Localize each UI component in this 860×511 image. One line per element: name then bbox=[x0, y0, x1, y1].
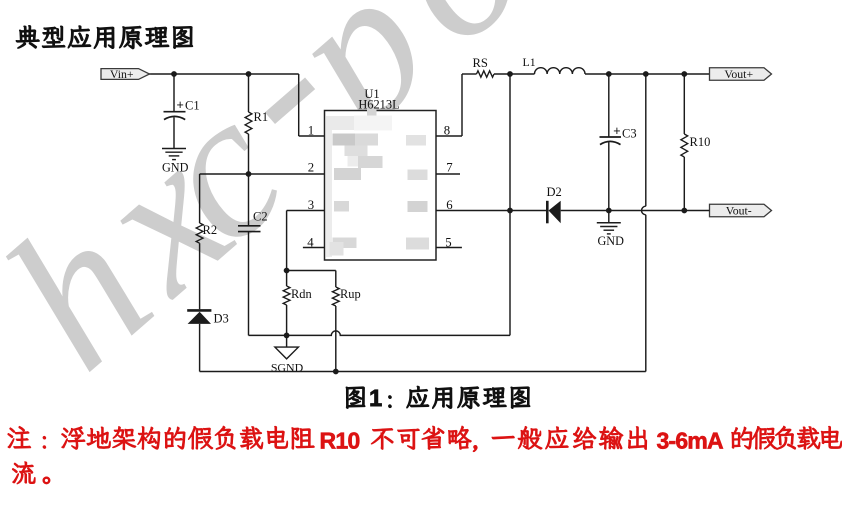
svg-text:GND: GND bbox=[598, 234, 625, 248]
svg-text:U1: U1 bbox=[364, 87, 379, 101]
svg-text:H6213L: H6213L bbox=[358, 97, 399, 111]
svg-text:L1: L1 bbox=[523, 55, 536, 69]
svg-text:D2: D2 bbox=[547, 185, 562, 199]
svg-text:D3: D3 bbox=[214, 312, 229, 326]
svg-text:R1: R1 bbox=[254, 110, 269, 124]
svg-text:R10: R10 bbox=[690, 135, 711, 149]
svg-text:Rup: Rup bbox=[340, 287, 361, 301]
svg-text:8: 8 bbox=[444, 124, 450, 138]
svg-text:C2: C2 bbox=[253, 210, 268, 224]
svg-text:+: + bbox=[177, 98, 184, 112]
svg-text:RS: RS bbox=[473, 56, 488, 70]
svg-text:5: 5 bbox=[445, 235, 451, 249]
svg-text:Vout+: Vout+ bbox=[724, 67, 753, 81]
svg-text:SGND: SGND bbox=[271, 361, 304, 375]
svg-text:GND: GND bbox=[162, 160, 189, 174]
svg-text:4: 4 bbox=[307, 235, 314, 249]
svg-text:Vout-: Vout- bbox=[726, 204, 752, 218]
svg-text:R2: R2 bbox=[203, 223, 218, 237]
svg-text:3: 3 bbox=[308, 198, 314, 212]
svg-text:2: 2 bbox=[308, 160, 314, 174]
svg-text:Vin+: Vin+ bbox=[110, 67, 134, 81]
svg-text:1: 1 bbox=[308, 124, 314, 138]
svg-text:+: + bbox=[613, 124, 620, 138]
svg-text:C1: C1 bbox=[185, 98, 200, 112]
svg-text:Rdn: Rdn bbox=[291, 287, 312, 301]
svg-text:7: 7 bbox=[446, 160, 453, 174]
svg-text:6: 6 bbox=[446, 198, 453, 212]
svg-text:C3: C3 bbox=[622, 127, 637, 141]
